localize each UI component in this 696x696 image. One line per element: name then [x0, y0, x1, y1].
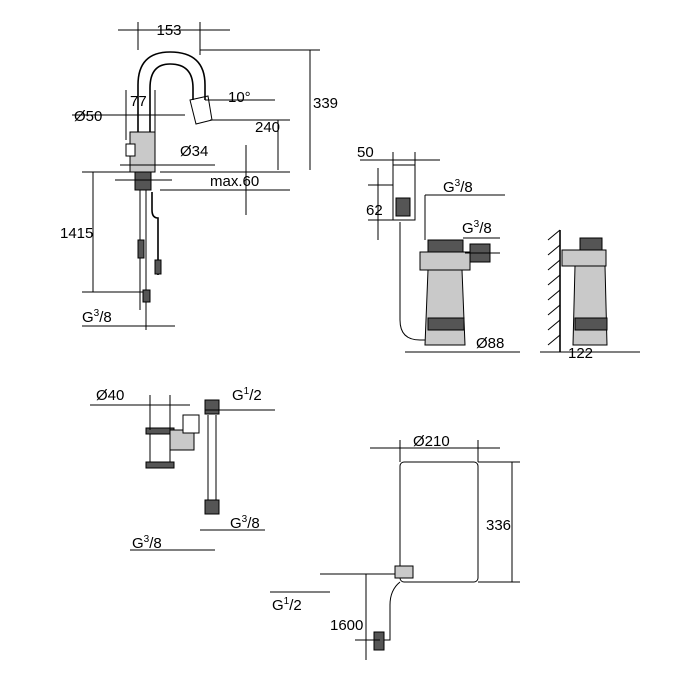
- valve-connector: [204, 399, 220, 415]
- valve-top: [182, 414, 200, 434]
- control-cable: [399, 222, 455, 341]
- dim-box-width: 50: [357, 144, 374, 161]
- control-box-panel: [395, 197, 411, 217]
- boiler-tank: [399, 461, 479, 583]
- cable-plug: [373, 631, 385, 651]
- dim-wall-depth: 122: [568, 345, 593, 362]
- dim-hose-length: 1415: [60, 225, 93, 242]
- dim-valve-right: G3/8: [230, 514, 260, 532]
- boiler-inlet: [394, 565, 414, 579]
- boiler-view: Ø210 336 G1/2 1600: [270, 433, 520, 660]
- dim-connection: G3/8: [82, 308, 112, 326]
- dim-valve-left: G3/8: [132, 534, 162, 552]
- side-filter-cartridge: [572, 265, 608, 346]
- dim-boiler-inlet: G1/2: [272, 596, 302, 614]
- side-filter-band: [574, 317, 608, 331]
- faucet-lever: [125, 143, 136, 157]
- dim-outlet-height: 240: [255, 119, 280, 136]
- dim-angle: 10°: [228, 89, 251, 106]
- dim-conn1: G3/8: [443, 178, 473, 196]
- dim-conn2: G3/8: [462, 219, 492, 237]
- filter-head: [427, 239, 464, 253]
- side-filter-bracket: [561, 249, 607, 267]
- filter-cartridge: [424, 269, 466, 346]
- boiler-cable: [378, 581, 401, 641]
- dim-valve-diameter: Ø40: [96, 387, 124, 404]
- dim-valve-top: G1/2: [232, 386, 262, 404]
- hose-fitting-2: [154, 259, 162, 275]
- valve-view: Ø40 G1/2 G3/8 G3/8: [90, 386, 275, 552]
- dim-reach: 77: [130, 93, 147, 110]
- faucet-view: 153 339 10° 240 Ø50 77 Ø34 max.60 1415: [60, 22, 338, 330]
- dim-base-diameter: Ø50: [74, 108, 102, 125]
- dim-width: 153: [156, 22, 181, 39]
- faucet-mount: [134, 171, 152, 191]
- faucet-spout: [137, 51, 206, 170]
- dim-deck-thickness: max.60: [210, 173, 259, 190]
- faucet-spout-inner: [149, 63, 194, 170]
- wall-hatch: [547, 229, 561, 346]
- filter-view: 50 62 G3/8 G3/8 Ø88 122: [357, 144, 640, 362]
- pipe-cap-bottom: [145, 461, 175, 469]
- filter-collar: [419, 251, 471, 271]
- dim-filter-diameter: Ø88: [476, 335, 504, 352]
- dim-boiler-height: 336: [486, 517, 511, 534]
- side-filter-head: [579, 237, 603, 251]
- dim-hole-diameter: Ø34: [180, 143, 208, 160]
- hose-3: [151, 192, 159, 275]
- valve-body: [169, 429, 195, 451]
- dim-boiler-diameter: Ø210: [413, 433, 450, 450]
- dim-box-height: 62: [366, 202, 383, 219]
- hose-fitting-1: [137, 239, 145, 259]
- dim-total-height: 339: [313, 95, 338, 112]
- filter-band: [427, 317, 465, 331]
- hose-fitting-3: [142, 289, 151, 303]
- dim-cable-length: 1600: [330, 617, 363, 634]
- hose-end-fitting: [204, 499, 220, 515]
